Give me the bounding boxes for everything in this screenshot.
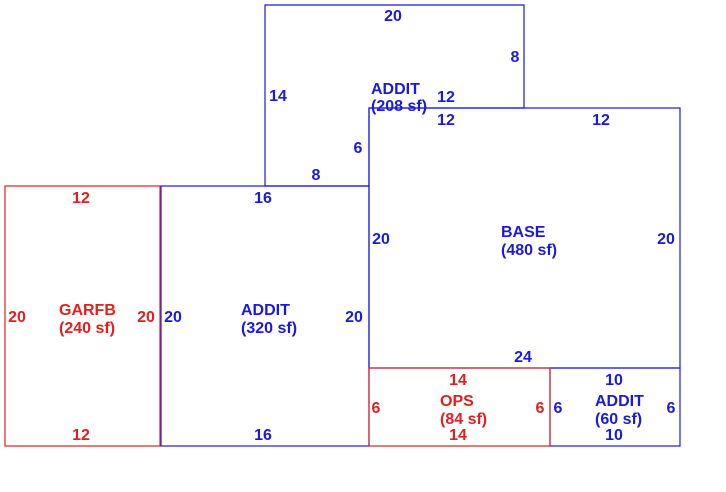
addit-top-dim-right: 8: [511, 49, 520, 66]
addit-mid-dim-left: 20: [164, 309, 182, 326]
ops-label: OPS: [440, 393, 474, 410]
addit-top-dim-bottom-right: 12: [437, 89, 455, 106]
addit-top-dim-top: 20: [384, 8, 402, 25]
base-label: BASE: [501, 224, 546, 241]
addit-mid-dim-right: 20: [345, 309, 363, 326]
base-dim-bottom: 24: [514, 349, 532, 366]
garfb-outline: [4, 185, 161, 447]
addit-mid-outline: [160, 185, 370, 447]
addit-top-label: ADDIT: [371, 81, 420, 98]
addit-mid-dim-bottom: 16: [254, 427, 272, 444]
base-dim-top-right: 12: [592, 112, 610, 129]
ops-area: (84 sf): [440, 411, 487, 428]
base-dim-right: 20: [657, 231, 675, 248]
base-area: (480 sf): [501, 242, 557, 259]
base-dim-left: 20: [372, 231, 390, 248]
addit-small-dim-bottom: 10: [605, 427, 623, 444]
garfb-dim-right: 20: [137, 309, 155, 326]
addit-small-label: ADDIT: [595, 393, 644, 410]
ops-dim-bottom: 14: [449, 427, 467, 444]
addit-mid-label: ADDIT: [241, 302, 290, 319]
addit-mid-dim-top: 16: [254, 190, 272, 207]
addit-small-dim-right: 6: [667, 400, 676, 417]
ops-dim-right: 6: [536, 400, 545, 417]
garfb-label: GARFB: [59, 302, 116, 319]
addit-mid-area: (320 sf): [241, 320, 297, 337]
ops-dim-left: 6: [372, 400, 381, 417]
addit-top-area: (208 sf): [371, 98, 427, 115]
garfb-dim-bottom: 12: [72, 427, 90, 444]
base-dim-top-left: 12: [437, 112, 455, 129]
ops-outline: [368, 367, 551, 447]
garfb-dim-top: 12: [72, 190, 90, 207]
garfb-area: (240 sf): [59, 320, 115, 337]
addit-small-dim-left: 6: [554, 400, 563, 417]
addit-small-dim-top: 10: [605, 372, 623, 389]
ops-dim-top: 14: [449, 372, 467, 389]
garfb-dim-left: 20: [8, 309, 26, 326]
addit-small-area: (60 sf): [595, 411, 642, 428]
addit-top-dim-bottom-left: 8: [312, 167, 321, 184]
addit-top-dim-left: 14: [269, 88, 287, 105]
addit-top-dim-inner: 6: [354, 140, 363, 157]
